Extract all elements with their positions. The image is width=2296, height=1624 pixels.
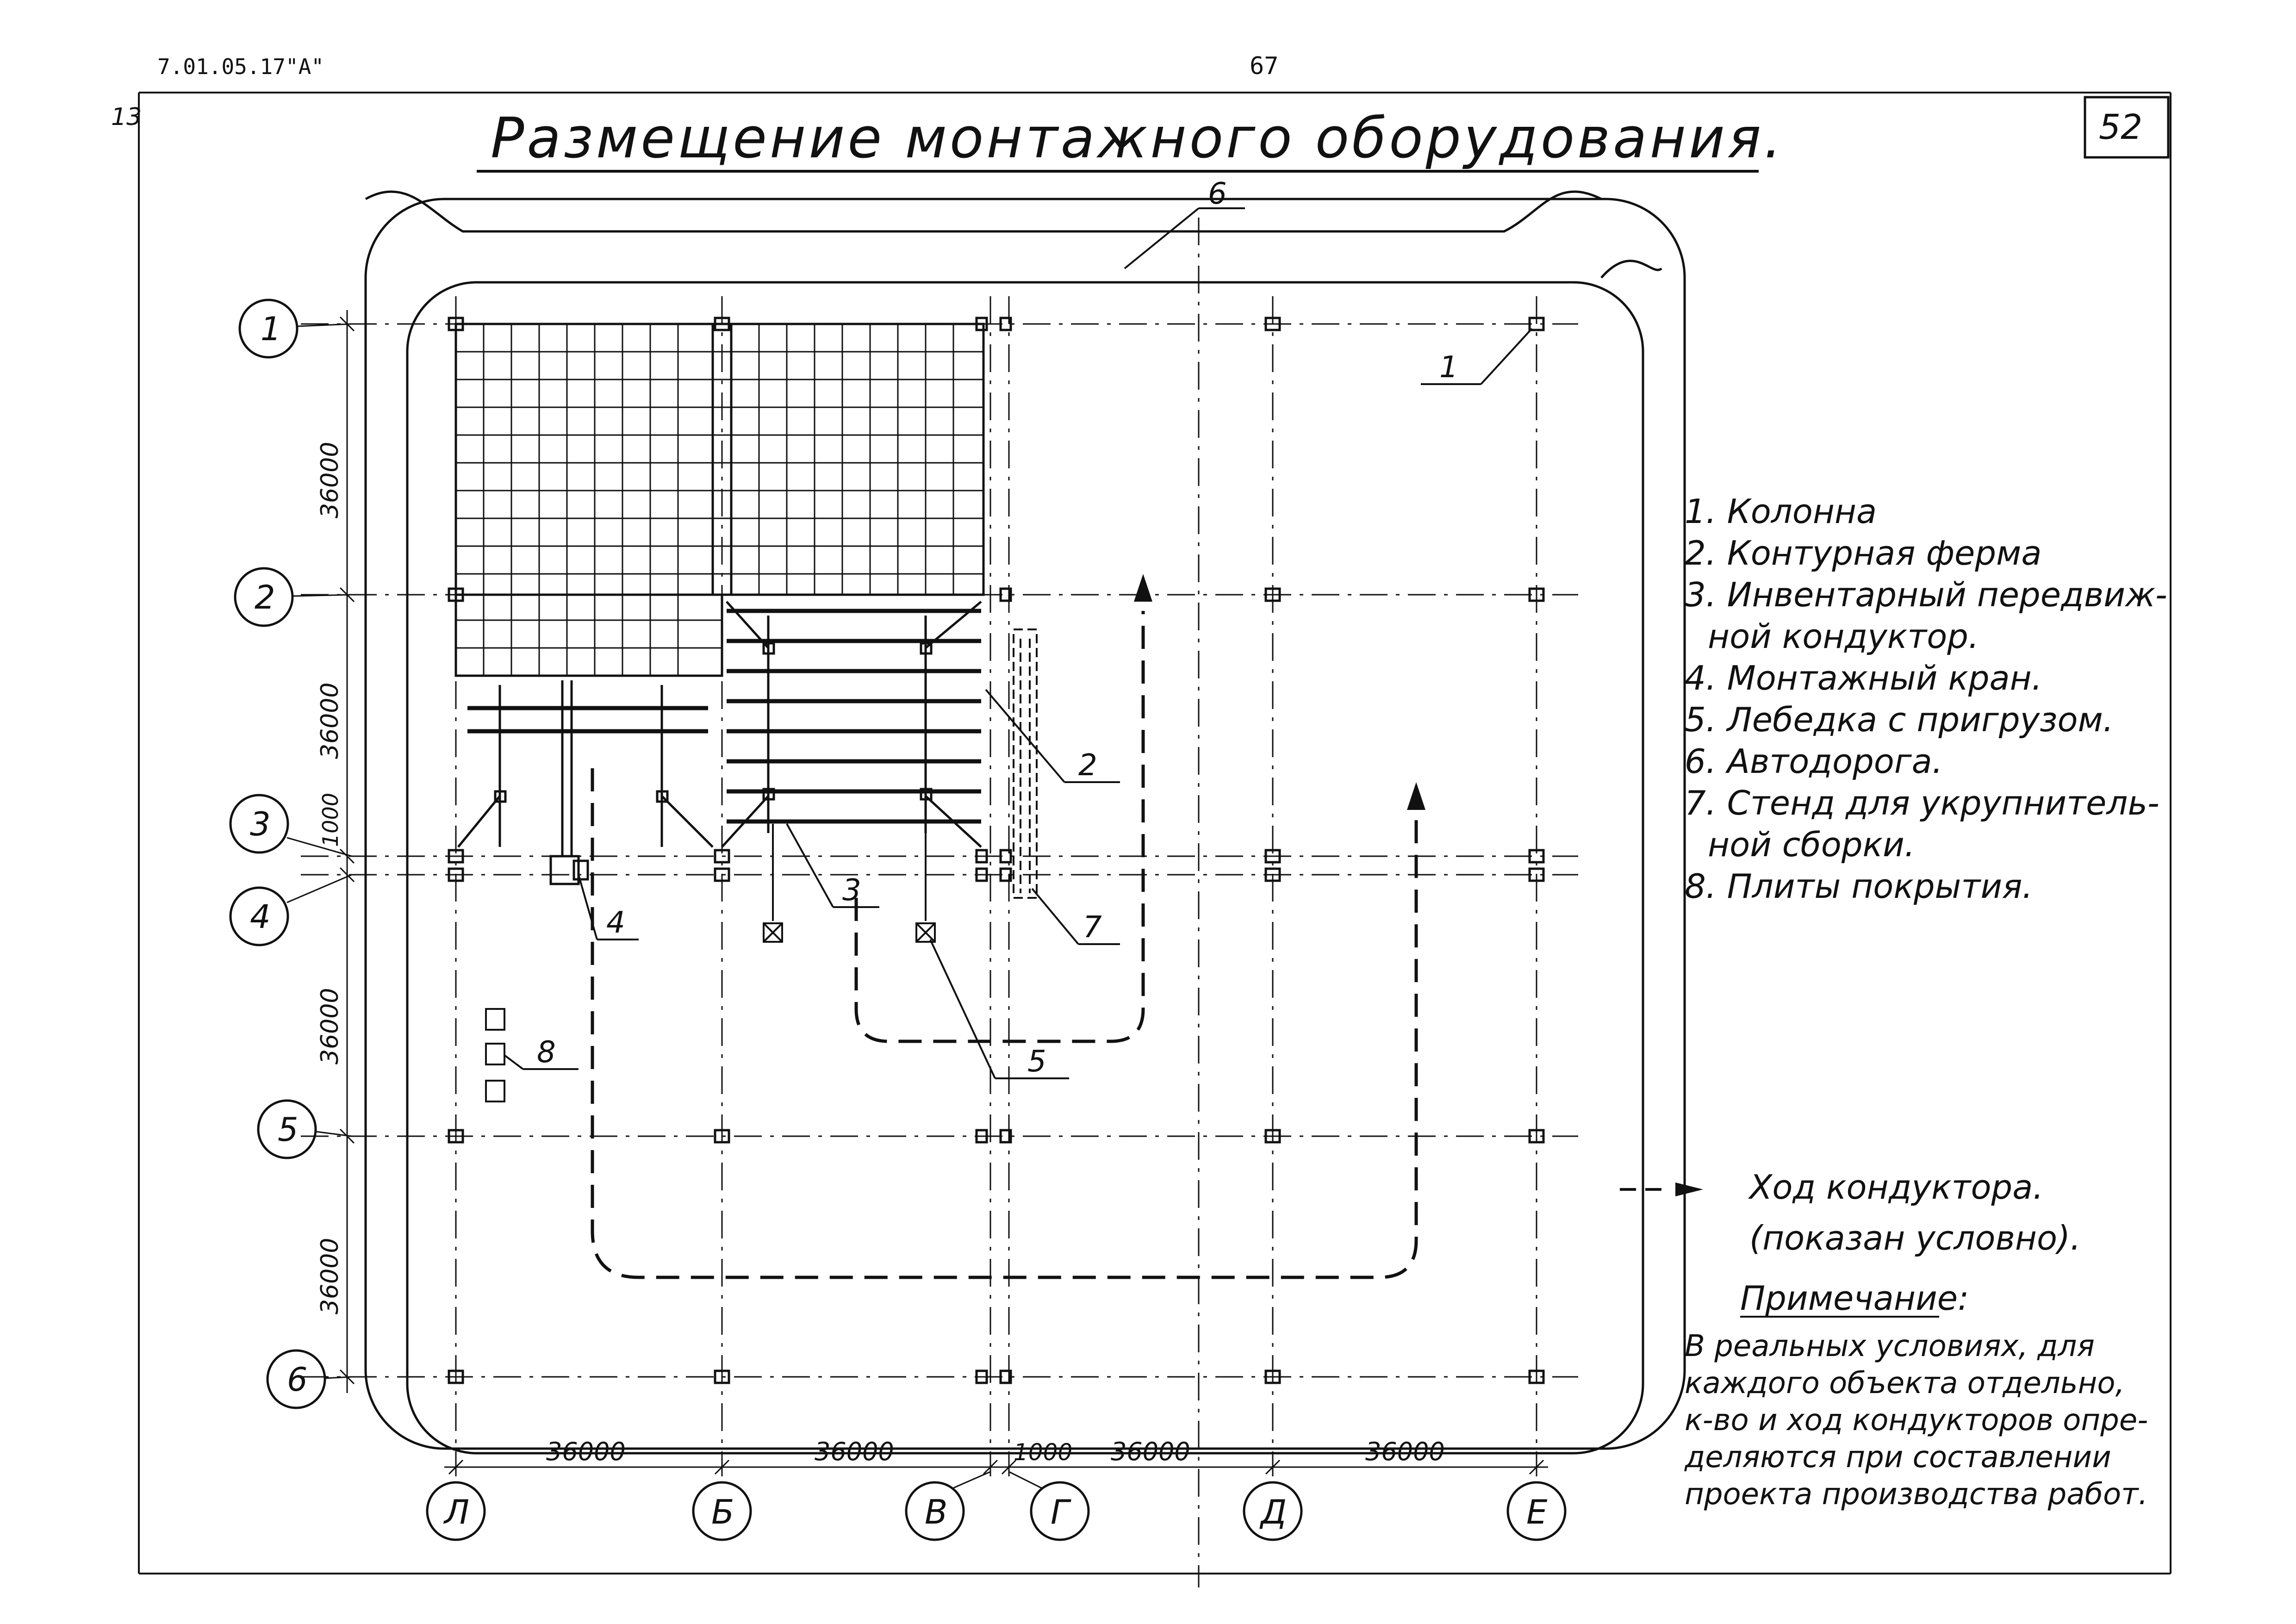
dim-v-5: 36000 xyxy=(316,1238,344,1314)
path-legend: Ход кондуктора. (показан условно). xyxy=(1620,1168,2081,1257)
corner-mark: 13 xyxy=(111,103,142,131)
callout-5: 5 xyxy=(1027,1045,1046,1079)
dim-h-3: 1000 xyxy=(1014,1439,1072,1466)
column-bubbles xyxy=(426,1471,1567,1541)
note-line-2: каждого объекта отдельно, xyxy=(1685,1366,2125,1400)
drawing-title: Размещение монтажного оборудования. xyxy=(491,106,1784,171)
dim-h-2: 36000 xyxy=(815,1437,894,1466)
sheet-number: 52 xyxy=(2099,107,2142,147)
assembly-stand xyxy=(1013,628,1038,899)
legend-item-7: 7. Стенд для укрупнитель- xyxy=(1685,784,2159,822)
doc-code: 7.01.05.17"А" xyxy=(157,54,324,79)
legend-item-4: 4. Монтажный кран. xyxy=(1685,659,2042,697)
legend-item-2: 2. Контурная ферма xyxy=(1685,534,2041,572)
legend: 1. Колонна 2. Контурная ферма 3. Инвента… xyxy=(1685,492,2167,906)
note-line-5: проекта производства работ. xyxy=(1685,1477,2148,1512)
dim-h-5: 36000 xyxy=(1365,1437,1445,1466)
callout-4: 4 xyxy=(606,906,625,940)
col-label-e: Е xyxy=(1526,1493,1548,1531)
row-label-4: 4 xyxy=(250,898,271,936)
sheet-frame xyxy=(138,92,2172,1574)
dim-v-3: 1000 xyxy=(318,793,343,847)
note-line-3: к-во и ход кондукторов опре- xyxy=(1685,1403,2148,1437)
truss-bars xyxy=(467,609,981,824)
legend-item-1: 1. Колонна xyxy=(1685,492,1877,531)
page-number: 67 xyxy=(1250,52,1279,80)
legend-item-5: 5. Лебедка с пригрузом. xyxy=(1685,700,2114,739)
col-label-d: Д xyxy=(1259,1493,1287,1531)
callout-leaders xyxy=(504,207,1533,1079)
column-axis-lines xyxy=(455,296,1537,1476)
callout-7: 7 xyxy=(1083,910,1102,945)
row-label-2: 2 xyxy=(255,579,275,616)
legend-item-7b: ной сборки. xyxy=(1708,825,1915,864)
row-label-5: 5 xyxy=(278,1111,299,1149)
note-line-4: деляются при составлении xyxy=(1684,1440,2111,1475)
col-label-g: Г xyxy=(1051,1493,1071,1531)
note-heading: Примечание: xyxy=(1740,1279,1969,1318)
sheet-number-box xyxy=(2084,96,2170,159)
roof-plates-stock xyxy=(485,1008,505,1102)
col-label-l: Л xyxy=(443,1493,469,1531)
roof-plates-installed xyxy=(454,323,985,677)
path-legend-note: (показан условно). xyxy=(1749,1219,2081,1257)
callout-1: 1 xyxy=(1439,350,1458,385)
note: Примечание: В реальных условиях, для каж… xyxy=(1684,1279,2148,1512)
dim-h-4: 36000 xyxy=(1111,1437,1190,1466)
legend-item-6: 6. Автодорога. xyxy=(1685,742,1943,781)
path-legend-label: Ход кондуктора. xyxy=(1748,1168,2043,1207)
callout-8: 8 xyxy=(537,1035,556,1070)
note-line-1: В реальных условиях, для xyxy=(1685,1329,2095,1363)
callout-6: 6 xyxy=(1208,177,1227,211)
callout-3: 3 xyxy=(842,873,861,908)
legend-item-3b: ной кондуктор. xyxy=(1708,617,1979,656)
legend-item-3: 3. Инвентарный передвиж- xyxy=(1685,575,2167,614)
road xyxy=(364,190,1686,1455)
dim-v-2: 36000 xyxy=(316,683,344,759)
columns xyxy=(448,317,1545,1384)
crane xyxy=(549,680,589,885)
row-axis-lines xyxy=(301,323,1578,1378)
row-label-6: 6 xyxy=(287,1361,308,1399)
winches xyxy=(763,824,936,943)
col-label-b: Б xyxy=(711,1493,734,1531)
row-label-3: 3 xyxy=(250,805,271,843)
dimension-lines xyxy=(339,310,1548,1475)
dim-v-1: 36000 xyxy=(316,442,344,518)
conductors xyxy=(457,601,982,848)
row-label-1: 1 xyxy=(261,310,281,348)
row-bubbles xyxy=(229,299,352,1409)
legend-item-8: 8. Плиты покрытия. xyxy=(1685,867,2033,906)
dim-v-4: 36000 xyxy=(316,988,344,1064)
path-arrows xyxy=(1134,574,1425,810)
callout-2: 2 xyxy=(1078,748,1097,783)
dim-h-1: 36000 xyxy=(546,1437,626,1466)
conductor-path xyxy=(591,611,1418,1279)
col-label-v: В xyxy=(925,1493,947,1531)
